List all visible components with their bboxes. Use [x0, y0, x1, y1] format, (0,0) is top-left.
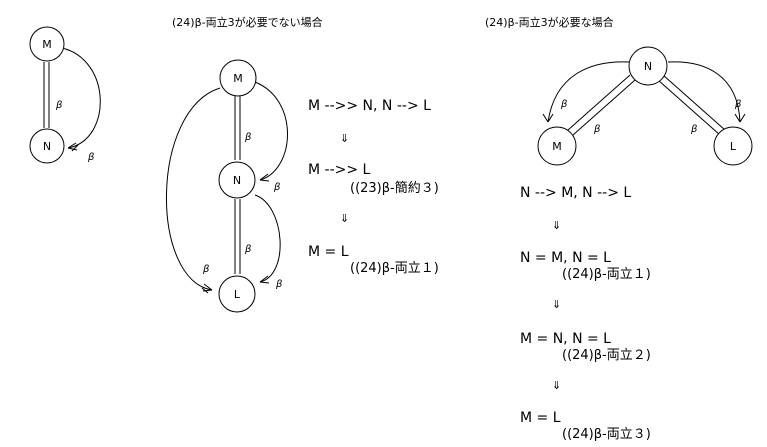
mid-node-m: [219, 59, 257, 97]
right-node-l: [713, 126, 753, 166]
left-node-m: [29, 26, 65, 62]
right-node-m: [537, 126, 577, 166]
mid-node-n-label: N: [233, 174, 241, 187]
middle-diagram: [166, 59, 288, 313]
right-node-n: [628, 46, 668, 86]
mid-head-nl: [259, 275, 270, 284]
mid-node-l-label: L: [234, 288, 241, 301]
right-curve-nm: [547, 61, 631, 123]
left-beta-2: β: [87, 152, 95, 163]
mid-arrow-2: ⇓: [340, 212, 349, 225]
mid-step-3-note: ((24)β-両立１): [350, 261, 439, 276]
left-diagram: [29, 26, 101, 164]
mid-head-ml: [201, 283, 213, 294]
mid-step-2-note: ((23)β-簡約３): [350, 181, 439, 196]
mid-curve-mn: [254, 81, 288, 181]
mid-beta-1: β: [244, 132, 252, 143]
right-node-n-label: N: [644, 60, 652, 73]
right-diagram: [537, 46, 753, 166]
right-head-nm: [542, 113, 554, 123]
right-node-l-label: L: [730, 140, 737, 153]
mid-beta-2: β: [273, 182, 281, 193]
mid-node-l: [218, 275, 256, 313]
right-step-4-note: ((24)β-両立３): [562, 427, 651, 442]
right-double-nm-b: [572, 79, 636, 136]
right-step-2-eq: N = M, N = L: [520, 250, 611, 266]
right-node-m-label: M: [552, 140, 562, 153]
mid-curve-nl: [254, 194, 281, 283]
left-node-m-label: M: [42, 38, 52, 51]
mid-step-3-eq: M = L: [308, 244, 349, 260]
right-beta-3: β: [690, 124, 698, 135]
right-beta-4: β: [734, 99, 742, 110]
right-head-nl: [734, 113, 746, 123]
mid-beta-4: β: [202, 264, 210, 275]
left-arrow-head: [67, 142, 79, 152]
header-middle: (24)β-両立3が必要でない場合: [172, 15, 323, 29]
mid-arrow-1: ⇓: [340, 132, 349, 145]
mid-step-1-eq: M -->> N, N --> L: [308, 98, 431, 114]
right-step-3-note: ((24)β-両立２): [562, 348, 651, 363]
left-node-n-label: N: [43, 140, 51, 153]
right-double-nm-a: [567, 74, 631, 131]
right-step-1-eq: N --> M, N --> L: [520, 185, 631, 201]
mid-node-m-label: M: [233, 72, 243, 85]
right-step-2-note: ((24)β-両立１): [562, 267, 651, 282]
right-arrow-3: ⇓: [552, 379, 561, 392]
right-double-nl-b: [657, 79, 721, 136]
mid-step-2-eq: M -->> L: [308, 162, 371, 178]
right-beta-2: β: [593, 124, 601, 135]
right-arrow-2: ⇓: [552, 298, 561, 311]
mid-node-n: [218, 161, 256, 199]
header-right: (24)β-両立3が必要な場合: [485, 15, 614, 29]
right-double-nl-a: [662, 74, 726, 131]
right-step-4-eq: M = L: [520, 410, 561, 426]
left-beta-1: β: [55, 100, 63, 111]
right-beta-1: β: [560, 99, 568, 110]
mid-beta-5: β: [275, 279, 283, 290]
right-step-3-eq: M = N, N = L: [520, 331, 611, 347]
left-curve-arrow: [61, 47, 101, 149]
right-curve-nl: [667, 61, 741, 123]
mid-beta-3: β: [244, 244, 252, 255]
left-node-n: [29, 128, 65, 164]
mid-head-mn: [259, 173, 270, 182]
mid-curve-ml: [166, 87, 221, 291]
right-arrow-1: ⇓: [552, 219, 561, 232]
